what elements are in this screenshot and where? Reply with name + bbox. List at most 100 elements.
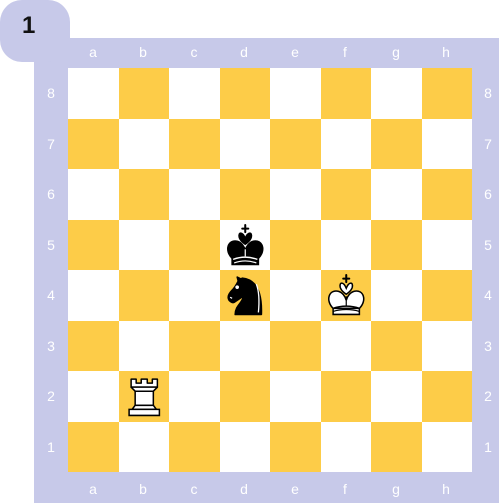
square-a6[interactable] <box>68 169 119 220</box>
file-label-top: g <box>386 45 406 59</box>
file-label-top: b <box>133 45 153 59</box>
black-knight-icon[interactable] <box>220 270 271 321</box>
rank-label-left: 3 <box>41 339 61 353</box>
rank-label-right: 2 <box>478 389 498 403</box>
square-c8[interactable] <box>169 68 220 119</box>
square-b4[interactable] <box>119 270 170 321</box>
white-rook-icon[interactable] <box>119 371 170 422</box>
square-c6[interactable] <box>169 169 220 220</box>
file-label-top: a <box>83 45 103 59</box>
square-b6[interactable] <box>119 169 170 220</box>
square-g1[interactable] <box>371 422 422 473</box>
square-e8[interactable] <box>270 68 321 119</box>
square-c4[interactable] <box>169 270 220 321</box>
square-f2[interactable] <box>321 371 372 422</box>
square-h2[interactable] <box>422 371 473 422</box>
square-e1[interactable] <box>270 422 321 473</box>
square-d7[interactable] <box>220 119 271 170</box>
problem-number-tab: 1 <box>0 0 70 62</box>
square-d1[interactable] <box>220 422 271 473</box>
black-king-icon[interactable] <box>220 220 271 271</box>
file-label-top: d <box>234 45 254 59</box>
square-c2[interactable] <box>169 371 220 422</box>
square-a7[interactable] <box>68 119 119 170</box>
rank-label-left: 8 <box>41 86 61 100</box>
file-label-bottom: e <box>285 482 305 496</box>
rank-label-right: 8 <box>478 86 498 100</box>
square-a3[interactable] <box>68 321 119 372</box>
square-d6[interactable] <box>220 169 271 220</box>
square-g6[interactable] <box>371 169 422 220</box>
file-label-top: e <box>285 45 305 59</box>
square-b2[interactable] <box>119 371 170 422</box>
square-f8[interactable] <box>321 68 372 119</box>
file-label-bottom: h <box>436 482 456 496</box>
file-label-top: h <box>436 45 456 59</box>
rank-label-right: 1 <box>478 440 498 454</box>
square-g5[interactable] <box>371 220 422 271</box>
square-a2[interactable] <box>68 371 119 422</box>
rank-label-right: 7 <box>478 137 498 151</box>
file-label-top: f <box>335 45 355 59</box>
square-h5[interactable] <box>422 220 473 271</box>
square-f3[interactable] <box>321 321 372 372</box>
square-h8[interactable] <box>422 68 473 119</box>
square-e7[interactable] <box>270 119 321 170</box>
square-f7[interactable] <box>321 119 372 170</box>
rank-label-right: 3 <box>478 339 498 353</box>
square-e6[interactable] <box>270 169 321 220</box>
square-h1[interactable] <box>422 422 473 473</box>
rank-label-left: 4 <box>41 288 61 302</box>
rank-label-left: 5 <box>41 238 61 252</box>
square-c3[interactable] <box>169 321 220 372</box>
square-f5[interactable] <box>321 220 372 271</box>
square-c1[interactable] <box>169 422 220 473</box>
square-d4[interactable] <box>220 270 271 321</box>
square-d2[interactable] <box>220 371 271 422</box>
square-g8[interactable] <box>371 68 422 119</box>
square-c5[interactable] <box>169 220 220 271</box>
square-f6[interactable] <box>321 169 372 220</box>
file-label-bottom: g <box>386 482 406 496</box>
square-g2[interactable] <box>371 371 422 422</box>
rank-label-left: 6 <box>41 187 61 201</box>
square-b1[interactable] <box>119 422 170 473</box>
square-d8[interactable] <box>220 68 271 119</box>
file-label-bottom: d <box>234 482 254 496</box>
square-b7[interactable] <box>119 119 170 170</box>
problem-number: 1 <box>22 14 35 38</box>
square-e4[interactable] <box>270 270 321 321</box>
square-d3[interactable] <box>220 321 271 372</box>
file-label-bottom: a <box>83 482 103 496</box>
square-a1[interactable] <box>68 422 119 473</box>
square-h4[interactable] <box>422 270 473 321</box>
square-h3[interactable] <box>422 321 473 372</box>
square-c7[interactable] <box>169 119 220 170</box>
square-e3[interactable] <box>270 321 321 372</box>
square-a8[interactable] <box>68 68 119 119</box>
square-g4[interactable] <box>371 270 422 321</box>
square-d5[interactable] <box>220 220 271 271</box>
square-b5[interactable] <box>119 220 170 271</box>
square-b3[interactable] <box>119 321 170 372</box>
square-a5[interactable] <box>68 220 119 271</box>
square-g7[interactable] <box>371 119 422 170</box>
square-e2[interactable] <box>270 371 321 422</box>
square-b8[interactable] <box>119 68 170 119</box>
square-e5[interactable] <box>270 220 321 271</box>
rank-label-right: 4 <box>478 288 498 302</box>
square-g3[interactable] <box>371 321 422 372</box>
square-h7[interactable] <box>422 119 473 170</box>
rank-label-left: 2 <box>41 389 61 403</box>
rank-label-right: 5 <box>478 238 498 252</box>
square-f4[interactable] <box>321 270 372 321</box>
file-label-bottom: b <box>133 482 153 496</box>
file-label-bottom: c <box>184 482 204 496</box>
rank-label-right: 6 <box>478 187 498 201</box>
square-a4[interactable] <box>68 270 119 321</box>
square-f1[interactable] <box>321 422 372 473</box>
square-h6[interactable] <box>422 169 473 220</box>
white-king-icon[interactable] <box>321 270 372 321</box>
file-label-top: c <box>184 45 204 59</box>
